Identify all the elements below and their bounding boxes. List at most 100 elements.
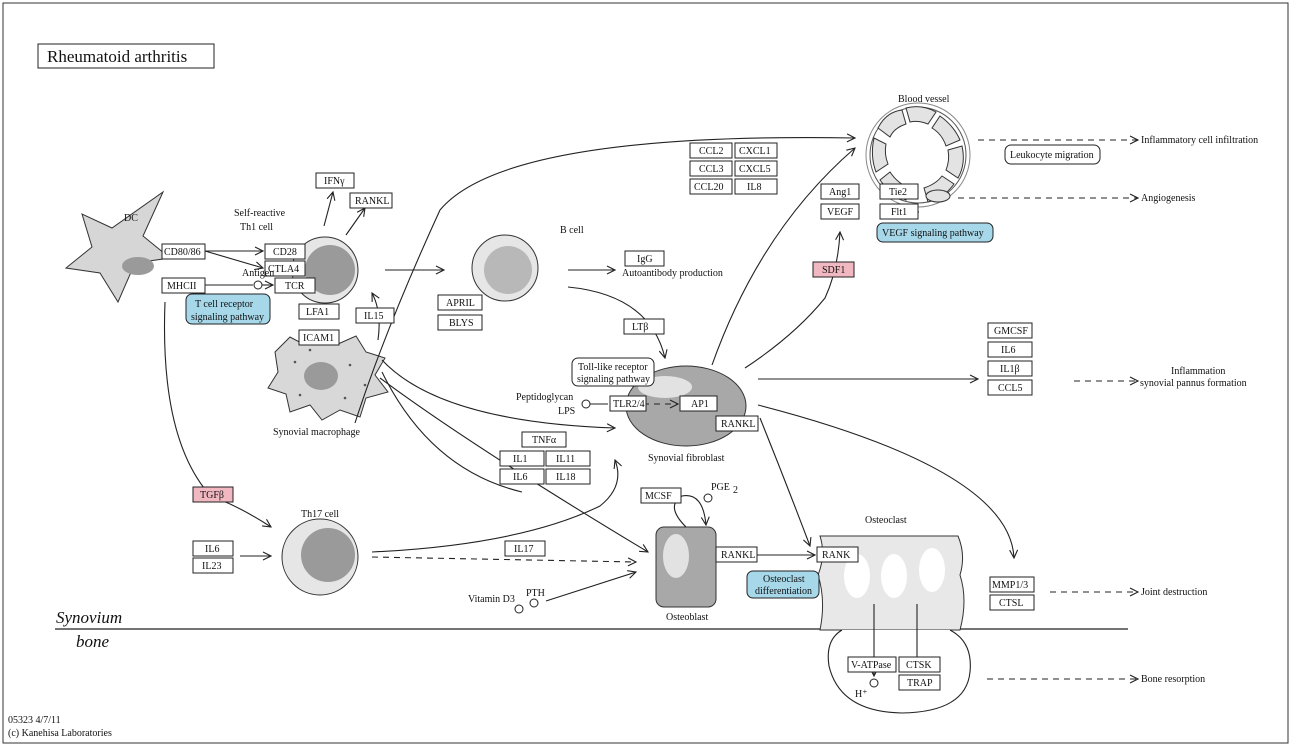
gene-blys: BLYS — [449, 318, 474, 329]
label-macrophage: Synovial macrophage — [273, 427, 360, 438]
gene-rankl-ob: RANKL — [721, 550, 755, 561]
compound-pge2: PGE — [711, 482, 730, 493]
gene-ctla4: CTLA4 — [268, 264, 299, 275]
gene-mcsf: MCSF — [645, 491, 672, 502]
gene-il17: IL17 — [514, 544, 533, 555]
link-vegf-text: VEGF signaling pathway — [882, 228, 984, 239]
gene-cxcl5: CXCL5 — [739, 164, 771, 175]
gene-ccl2: CCL2 — [699, 146, 723, 157]
outcome-autoantibody: Autoantibody production — [622, 268, 723, 279]
label-b-cell: B cell — [560, 225, 584, 236]
gene-ifng: IFNγ — [324, 176, 345, 187]
gene-tgfb: TGFβ — [200, 490, 224, 501]
gene-cxcl1: CXCL1 — [739, 146, 771, 157]
gene-sdf1: SDF1 — [822, 265, 845, 276]
outcome-infiltration: Inflammatory cell infiltration — [1141, 135, 1258, 146]
label-dc: DC — [124, 213, 138, 224]
gene-ctsl: CTSL — [999, 598, 1023, 609]
compound-pth: PTH — [526, 588, 545, 599]
osteoclast-nucleus-2 — [881, 554, 907, 598]
compound-hplus: H⁺ — [855, 689, 868, 700]
gene-ang1: Ang1 — [829, 187, 851, 198]
gene-ltb: LTβ — [632, 322, 648, 333]
label-osteoblast: Osteoblast — [666, 612, 708, 623]
dendritic-cell — [64, 190, 172, 304]
compound-antigen: Antigen — [242, 268, 274, 279]
gene-ccl3: CCL3 — [699, 164, 723, 175]
compound-lps: LPS — [558, 406, 575, 417]
outcome-joint-destruction: Joint destruction — [1141, 587, 1207, 598]
gene-ctsk: CTSK — [906, 660, 932, 671]
gene-igg: IgG — [637, 254, 653, 265]
gene-vegf: VEGF — [827, 207, 854, 218]
compound-pge2-subscript: 2 — [733, 485, 738, 496]
link-tlr-line1: Toll-like receptor — [578, 362, 648, 373]
gene-il23: IL23 — [202, 561, 221, 572]
link-tcr-line2: signaling pathway — [191, 312, 264, 323]
b-cell-nucleus — [484, 246, 532, 294]
gene-tlr24: TLR2/4 — [613, 399, 645, 410]
link-vegf-pathway[interactable] — [876, 222, 994, 243]
compound-vitamin-d3: Vitamin D3 — [468, 594, 515, 605]
gene-ccl20: CCL20 — [694, 182, 723, 193]
compound-pge2-node — [703, 493, 713, 503]
compound-hplus-node — [869, 678, 879, 688]
th1-cell-nucleus — [305, 245, 355, 295]
dendritic-cell-nucleus — [122, 257, 154, 275]
gene-il6b: IL6 — [1001, 345, 1015, 356]
gene-cd8086: CD80/86 — [164, 247, 201, 258]
gene-ccl5: CCL5 — [998, 383, 1022, 394]
outcome-inflammation-line2: synovial pannus formation — [1140, 378, 1247, 389]
region-synovium: Synovium — [56, 608, 122, 627]
gene-tie2: Tie2 — [889, 187, 907, 198]
map-title-box — [37, 43, 215, 69]
gene-tnfa: TNFα — [532, 435, 557, 446]
link-osteoclast-differentiation[interactable] — [746, 570, 820, 599]
outcome-inflammation-line1: Inflammation — [1171, 366, 1225, 377]
gene-il6: IL6 — [513, 472, 527, 483]
gene-mmp13: MMP1/3 — [992, 580, 1028, 591]
gene-mhcii: MHCII — [167, 281, 196, 292]
link-tlr-line2: signaling pathway — [577, 374, 650, 385]
gene-rankl-fib: RANKL — [721, 419, 755, 430]
compound-pth-node — [529, 598, 539, 608]
link-tcr-line1: T cell receptor — [195, 299, 254, 310]
gene-ap1: AP1 — [691, 399, 709, 410]
gene-april: APRIL — [446, 298, 475, 309]
osteoclast-nucleus-1 — [844, 554, 870, 598]
link-osteoclast-line1: Osteoclast — [763, 574, 805, 585]
map-title: Rheumatoid arthritis — [47, 47, 187, 66]
label-fibroblast: Synovial fibroblast — [648, 453, 725, 464]
gene-tcr: TCR — [285, 281, 305, 292]
label-th17: Th17 cell — [301, 509, 339, 520]
footer-copyright: (c) Kanehisa Laboratories — [8, 728, 112, 739]
gene-lfa1: LFA1 — [306, 307, 329, 318]
gene-il6c: IL6 — [205, 544, 219, 555]
gene-flt1: Flt1 — [891, 207, 907, 218]
outcome-angiogenesis: Angiogenesis — [1141, 193, 1196, 204]
gene-il15: IL15 — [364, 311, 383, 322]
label-blood-vessel: Blood vessel — [898, 94, 950, 105]
compound-vitamin-d3-node — [514, 604, 524, 614]
label-osteoclast: Osteoclast — [865, 515, 907, 526]
gene-trap: TRAP — [907, 678, 933, 689]
region-bone: bone — [76, 632, 110, 651]
gene-il8: IL8 — [747, 182, 761, 193]
gene-vatpase: V-ATPase — [851, 660, 892, 671]
footer-map-id: 05323 4/7/11 — [8, 715, 61, 726]
label-th1-line1: Self-reactive — [234, 208, 286, 219]
compound-peptidoglycan: Peptidoglycan — [516, 392, 573, 403]
link-leukocyte-text: Leukocyte migration — [1010, 150, 1094, 161]
link-tlr-pathway[interactable] — [571, 357, 655, 387]
gene-cd28: CD28 — [273, 247, 297, 258]
link-leukocyte-migration[interactable] — [1004, 144, 1101, 165]
gene-icam1: ICAM1 — [303, 333, 334, 344]
gene-gmcsf: GMCSF — [994, 326, 1028, 337]
outcome-bone-resorption: Bone resorption — [1141, 674, 1205, 685]
gene-rank: RANK — [822, 550, 851, 561]
label-th1-line2: Th1 cell — [240, 222, 273, 233]
link-tcr-pathway[interactable] — [185, 293, 271, 325]
osteoblast-nucleus — [663, 534, 689, 578]
